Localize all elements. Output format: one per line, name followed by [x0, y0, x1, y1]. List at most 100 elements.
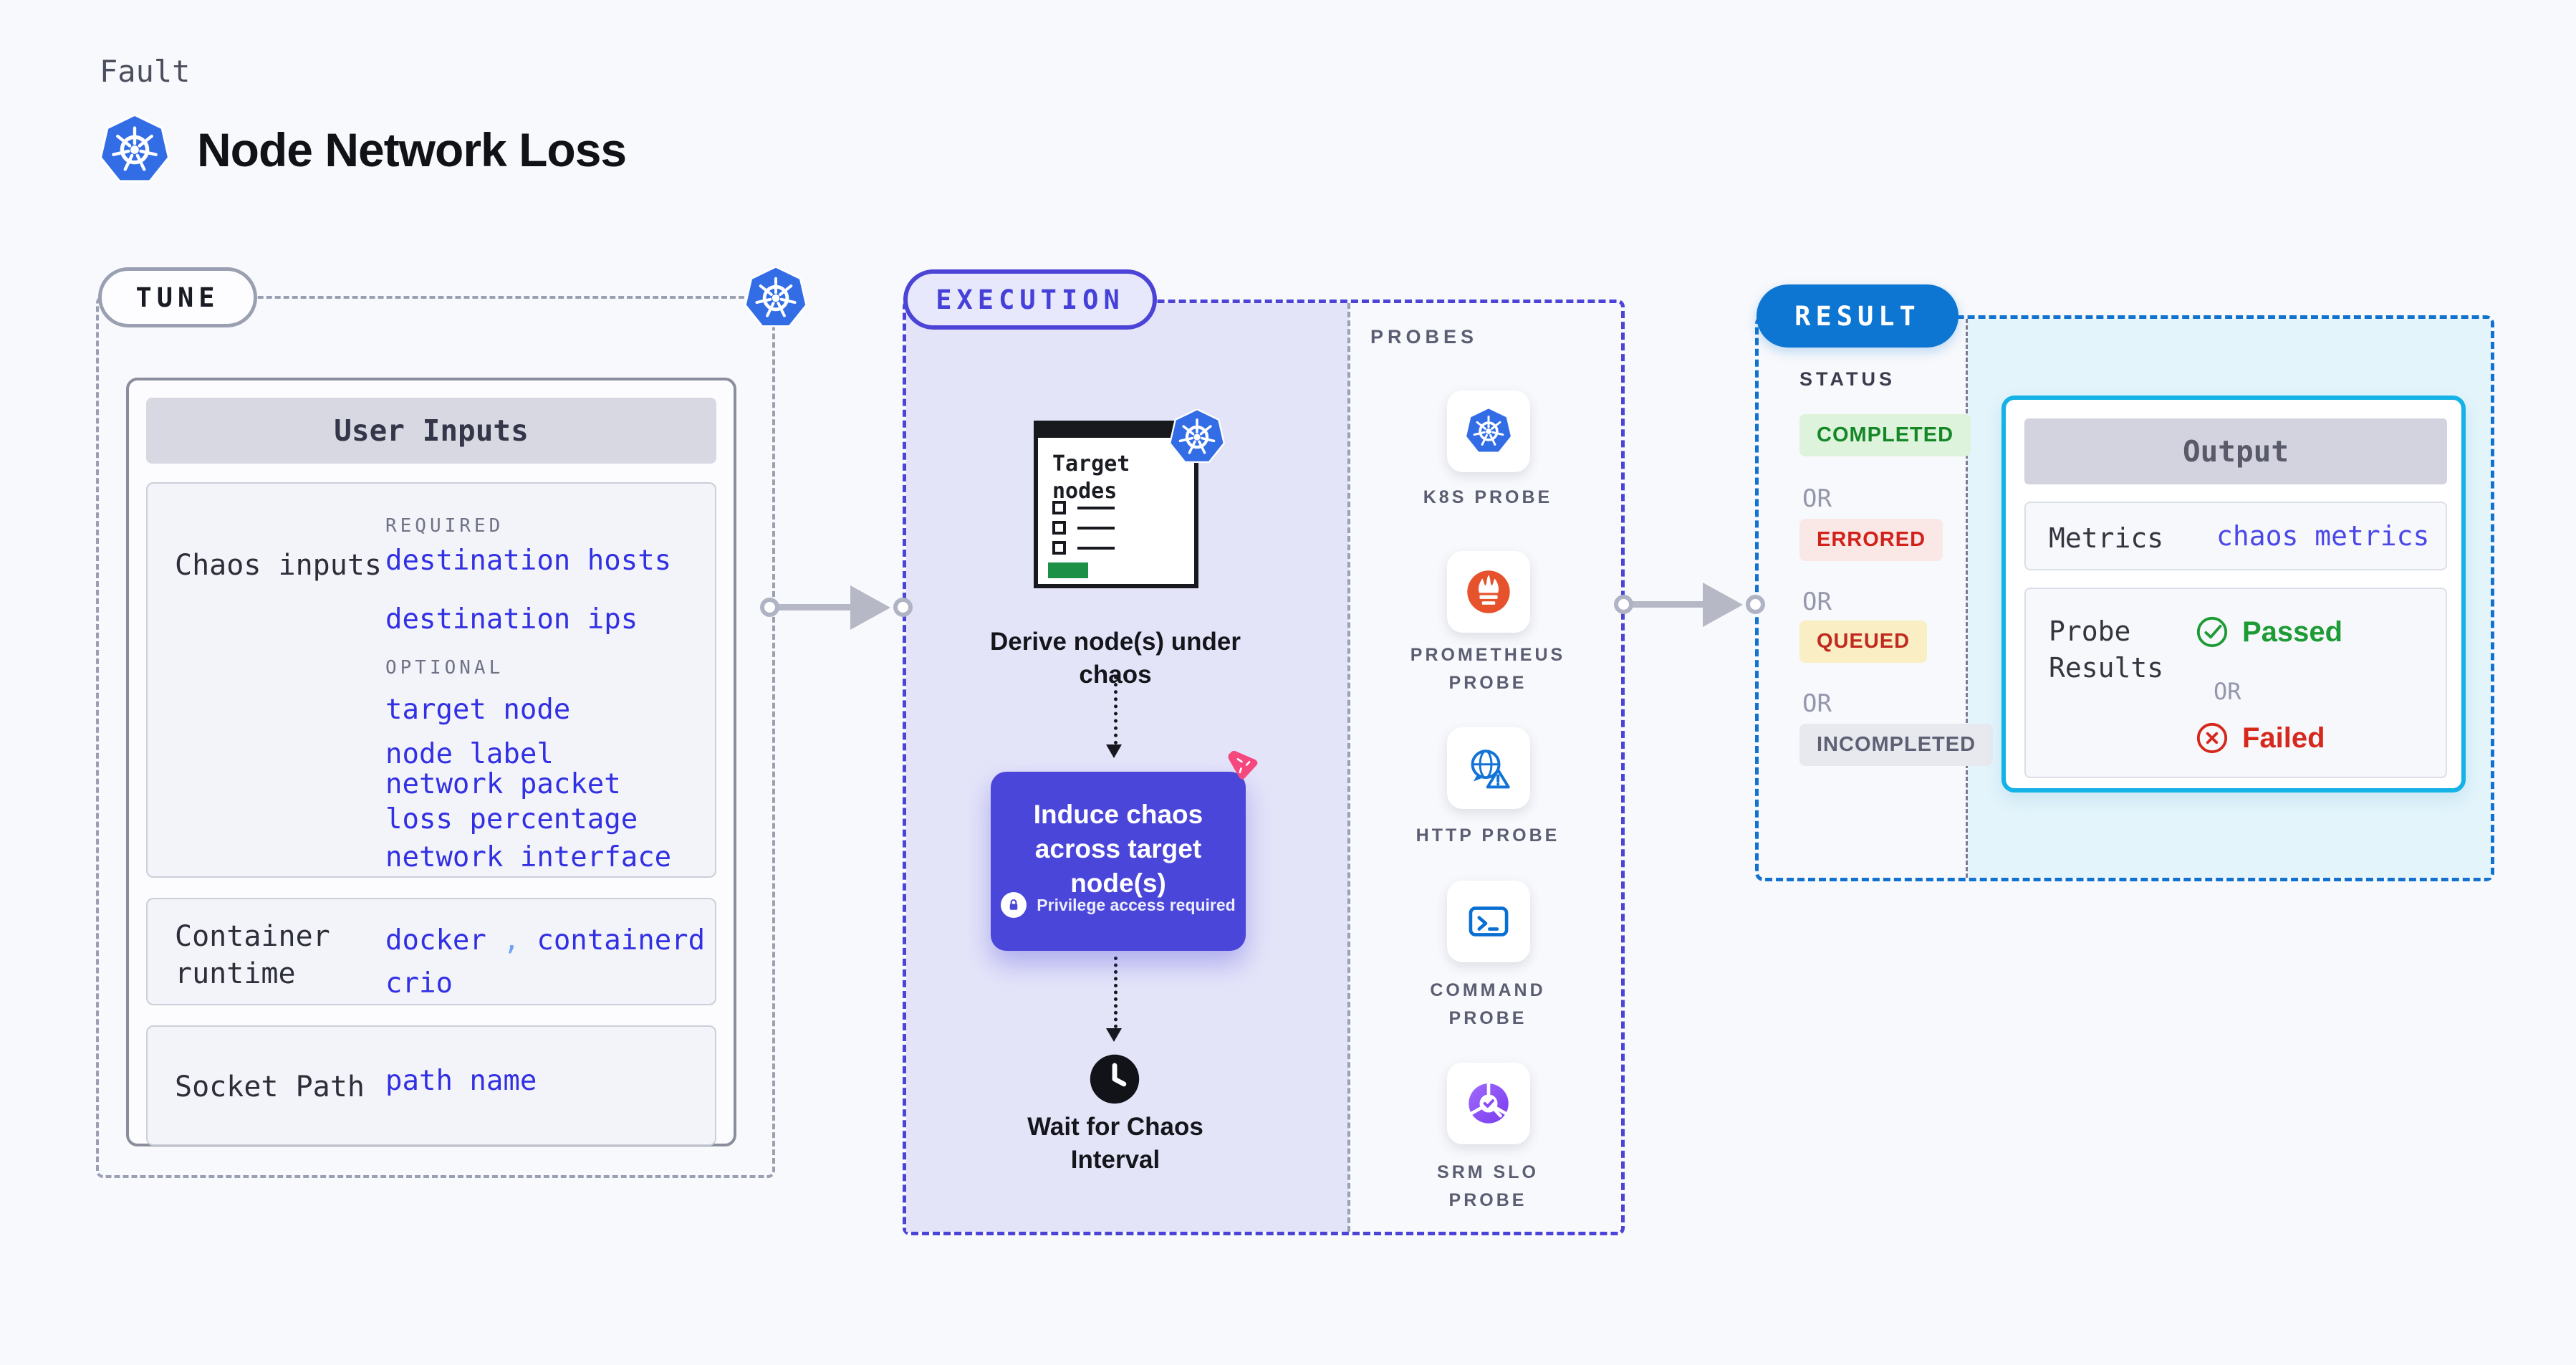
title-row: Node Network Loss	[100, 115, 627, 185]
execution-badge: EXECUTION	[903, 269, 1157, 330]
probe-results-row: Probe Results Passed OR Failed	[2024, 588, 2447, 778]
probe-label: K8S PROBE	[1380, 484, 1595, 512]
node-check-row	[1052, 521, 1115, 535]
tune-badge: TUNE	[98, 267, 257, 327]
induce-chaos-title: Induce chaos across target node(s)	[1033, 800, 1203, 899]
container-runtime-label: Container runtime	[175, 920, 330, 990]
clock-icon	[1090, 1054, 1140, 1104]
lock-icon	[1001, 892, 1027, 918]
k8s-probe-card	[1447, 391, 1530, 472]
target-nodes-card: Target nodes	[1034, 421, 1198, 588]
kubernetes-icon	[1465, 408, 1512, 454]
probe-label: PROMETHEUS PROBE	[1380, 641, 1595, 697]
litmus-chaos-icon	[1228, 750, 1258, 780]
socket-path-label: Socket Path	[175, 1071, 365, 1103]
param-destination-ips: destination ips	[385, 603, 638, 636]
optional-heading: OPTIONAL	[385, 657, 504, 679]
arrow-node	[1746, 595, 1765, 614]
dotted-arrow-head	[1106, 744, 1122, 758]
probe-label: SRM SLO PROBE	[1380, 1159, 1595, 1215]
kubernetes-icon	[1169, 409, 1225, 465]
induce-chaos-card: Induce chaos across target node(s) Privi…	[991, 772, 1246, 951]
arrow-node	[760, 598, 779, 617]
arrow-node	[1614, 595, 1633, 614]
probe-label-line: PROMETHEUS	[1410, 645, 1566, 665]
target-card-header	[1034, 421, 1198, 438]
probe-label-line: K8S PROBE	[1423, 487, 1553, 507]
or-separator: OR	[1802, 689, 1832, 718]
flow-arrow	[760, 583, 913, 631]
probes-divider	[1347, 303, 1350, 1232]
verdict-failed: Failed	[2195, 721, 2325, 755]
http-globe-icon	[1471, 749, 1510, 789]
probe-label-line: COMMAND	[1430, 980, 1546, 1000]
metrics-row: Metrics chaos metrics	[2024, 502, 2447, 570]
execution-section-box: Target nodes Derive node(s) under chaos …	[903, 300, 1625, 1235]
result-badge: RESULT	[1756, 284, 1959, 348]
param-network-packet-loss: network packet loss percentage	[385, 768, 638, 835]
probe-label-line: HTTP PROBE	[1416, 825, 1560, 846]
chaos-inputs-row: Chaos inputs REQUIRED destination hosts …	[146, 482, 716, 878]
privilege-note-text: Privilege access required	[1037, 895, 1236, 914]
user-inputs-card: User Inputs Chaos inputs REQUIRED destin…	[126, 378, 736, 1146]
slo-gauge-icon	[1469, 1081, 1509, 1124]
runtime-crio: crio	[385, 967, 453, 1000]
probe-label-line: SRM SLO	[1437, 1162, 1539, 1182]
socket-path-row: Socket Path path name	[146, 1025, 716, 1146]
kubernetes-icon	[100, 115, 170, 185]
output-card: Output Metrics chaos metrics Probe Resul…	[2001, 396, 2466, 792]
wait-caption: Wait for Chaos Interval	[1027, 1113, 1203, 1174]
arrow-line	[1630, 601, 1708, 608]
param-node-label: node label	[385, 738, 554, 770]
dotted-arrow-head	[1106, 1028, 1122, 1042]
failed-text: Failed	[2242, 722, 2325, 754]
param-network-interface: network interface	[385, 841, 672, 873]
x-circle-icon	[2196, 722, 2228, 754]
container-runtime-row: Container runtime docker , containerd cr…	[146, 898, 716, 1005]
arrow-line	[776, 604, 856, 610]
verdict-passed: Passed	[2195, 615, 2342, 649]
status-badge-queued: QUEUED	[1799, 621, 1928, 663]
arrow-node	[893, 598, 913, 617]
progress-bar	[1048, 562, 1088, 578]
required-heading: REQUIRED	[385, 515, 504, 537]
status-heading: STATUS	[1799, 368, 1895, 390]
command-probe-card	[1447, 881, 1530, 962]
prometheus-icon	[1467, 570, 1510, 613]
metrics-label: Metrics	[2049, 522, 2164, 554]
probe-label-line: PROBE	[1448, 1007, 1527, 1028]
kubernetes-icon	[744, 267, 807, 330]
probe-label-line: PROBE	[1448, 672, 1527, 693]
arrow-head	[1703, 583, 1743, 627]
node-check-row	[1052, 501, 1115, 514]
or-separator: OR	[1802, 588, 1832, 616]
output-title: Output	[2024, 418, 2447, 484]
check-circle-icon	[2196, 616, 2228, 648]
http-probe-card	[1447, 727, 1530, 809]
socket-path-value: path name	[385, 1065, 537, 1097]
runtime-containerd: containerd	[537, 924, 706, 957]
arrow-head	[850, 585, 890, 630]
metrics-value: chaos metrics	[2216, 520, 2430, 552]
runtime-docker: docker	[385, 924, 486, 957]
prometheus-probe-card	[1447, 551, 1530, 633]
status-badge-incompleted: INCOMPLETED	[1799, 724, 1994, 766]
srm-slo-probe-card	[1447, 1063, 1530, 1144]
flow-arrow	[1614, 580, 1765, 628]
runtime-values: docker , containerd	[385, 924, 705, 959]
derive-caption: Derive node(s) under chaos	[989, 628, 1241, 689]
probe-results-label: Probe Results	[2049, 616, 2164, 684]
status-badge-completed: COMPLETED	[1799, 414, 1971, 456]
privilege-note: Privilege access required	[991, 892, 1246, 918]
runtime-separator: ,	[503, 924, 520, 957]
dotted-connector	[1114, 676, 1118, 744]
dotted-connector	[1114, 957, 1118, 1028]
param-destination-hosts: destination hosts	[385, 545, 672, 577]
target-nodes-title: Target nodes	[1052, 451, 1130, 504]
param-target-node: target node	[385, 694, 571, 726]
fault-eyebrow: Fault	[100, 54, 191, 89]
probe-label: COMMAND PROBE	[1380, 977, 1595, 1033]
probes-heading: PROBES	[1370, 326, 1479, 348]
user-inputs-title: User Inputs	[146, 398, 716, 464]
